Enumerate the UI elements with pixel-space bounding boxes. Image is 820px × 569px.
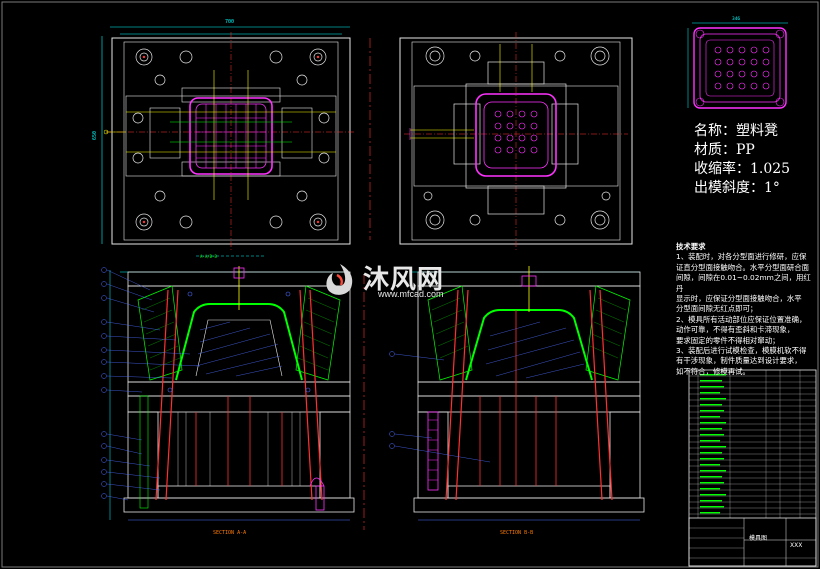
svg-text:A-A/B-B: A-A/B-B bbox=[200, 254, 217, 259]
part-name: 名称：塑料凳 bbox=[694, 123, 778, 139]
notes-line: 间隙，间隙在0.01~0.02mm之间，用红丹 bbox=[676, 273, 811, 293]
notes-line: 分型面间隙无红点即可； bbox=[676, 304, 758, 314]
watermark-url: www.mfcad.com bbox=[378, 289, 444, 299]
part-material: 材质：PP bbox=[694, 142, 755, 158]
notes-line: 如不符合，修模再试。 bbox=[676, 366, 750, 376]
section-a-label: SECTION A-A bbox=[213, 530, 247, 536]
technical-requirements: 技术要求 1、装配时，对各分型面进行修研，应保 证直分型面接触吻合。水平分型面研… bbox=[676, 242, 818, 377]
part-draft-angle: 出模斜度：1° bbox=[694, 180, 780, 196]
notes-line: 要求固定的零件不得相对窜动； bbox=[676, 335, 780, 345]
title-block-code: XXX bbox=[790, 542, 803, 549]
watermark-text: 沐风网 bbox=[363, 264, 445, 294]
notes-line: 显示时，应保证分型面接触吻合，水平 bbox=[676, 294, 802, 304]
svg-text:346: 346 bbox=[732, 16, 740, 22]
notes-line: 1、装配时，对各分型面进行修研，应保 bbox=[676, 252, 807, 262]
top-view-right bbox=[399, 32, 633, 250]
notes-line: 3、装配后进行试模检查，模膜机软不得 bbox=[676, 346, 807, 356]
svg-text:650: 650 bbox=[92, 131, 98, 140]
part-info: 名称：塑料凳 材质：PP 收缩率：1.025 出模斜度：1° bbox=[694, 122, 816, 198]
notes-line: 有干涉现象，制件质量达到设计要求， bbox=[676, 356, 802, 366]
section-a-view bbox=[101, 266, 355, 521]
parts-list bbox=[688, 369, 817, 567]
notes-heading: 技术要求 bbox=[676, 242, 706, 251]
section-b-label: SECTION B-B bbox=[500, 530, 534, 536]
svg-text:700: 700 bbox=[225, 19, 234, 25]
watermark-logo-icon bbox=[326, 264, 353, 295]
top-view-left: 700 650 bbox=[92, 19, 356, 259]
section-b-view bbox=[389, 266, 645, 521]
notes-line: 动作可靠，不得有歪斜和卡滞现象， bbox=[676, 325, 795, 335]
watermark: 沐风网 www.mfcad.com bbox=[326, 259, 445, 299]
notes-line: 2、模具所有活动部位应保证位置准确， bbox=[676, 314, 807, 324]
part-view: 346 bbox=[687, 16, 788, 109]
notes-line: 证直分型面接触吻合。水平分型面研合面 bbox=[676, 262, 810, 272]
part-shrinkage: 收缩率：1.025 bbox=[694, 161, 791, 177]
title-block-name: 模具图 bbox=[749, 535, 768, 542]
